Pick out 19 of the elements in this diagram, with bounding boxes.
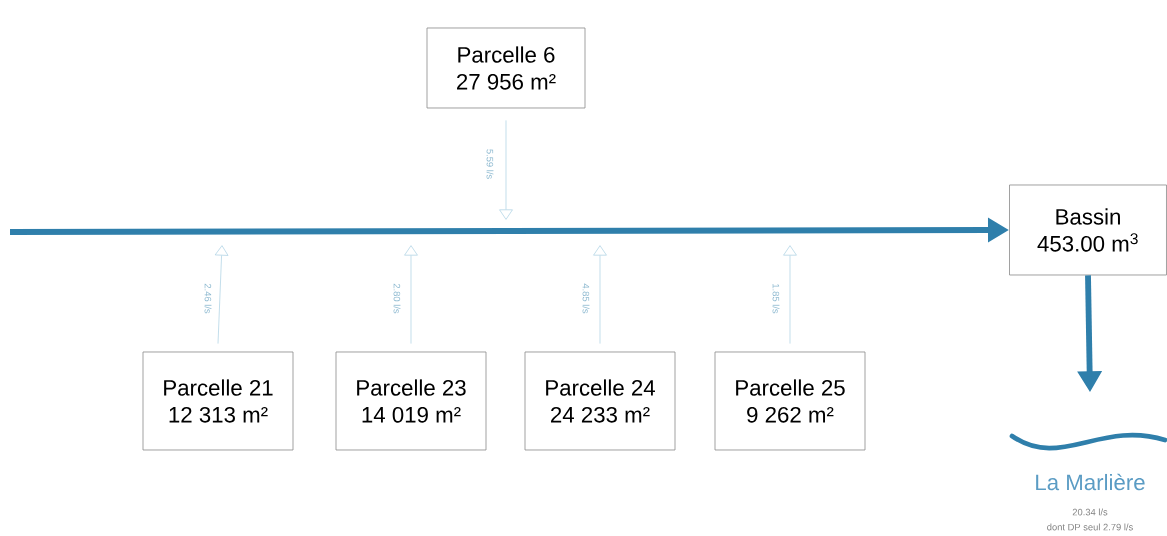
parcel-box: Parcelle 6 27 956 m² — [426, 27, 586, 109]
flow-arrow — [404, 245, 418, 344]
edge-label: 4.85 l/s — [582, 283, 590, 314]
edge-label: 5.59 l/s — [486, 149, 494, 179]
parcel-box: Parcelle 23 14 019 m² — [335, 351, 487, 451]
flow-arrow — [593, 245, 607, 344]
flow-arrow — [783, 245, 797, 344]
edge-label: 1.85 l/s — [772, 284, 780, 314]
parcel-box: Bassin 453.00 m$^{3}$ — [1009, 184, 1167, 276]
edge-label: 2.46 l/s — [204, 283, 212, 314]
edge-label: 2.80 l/s — [393, 283, 401, 314]
parcel-box: Parcelle 21 12 313 m² — [142, 351, 294, 451]
flow-note: dont DP seul 2.79 l/s — [1047, 523, 1133, 531]
parcel-box: Parcelle 24 24 233 m² — [524, 351, 676, 451]
flow-arrow — [499, 120, 513, 220]
parcel-box: Parcelle 25 9 262 m² — [714, 351, 866, 451]
flow-note: 20.34 l/s — [1072, 508, 1108, 516]
river-label: La Marlière — [1036, 473, 1145, 491]
flow-arrow — [214, 245, 229, 344]
